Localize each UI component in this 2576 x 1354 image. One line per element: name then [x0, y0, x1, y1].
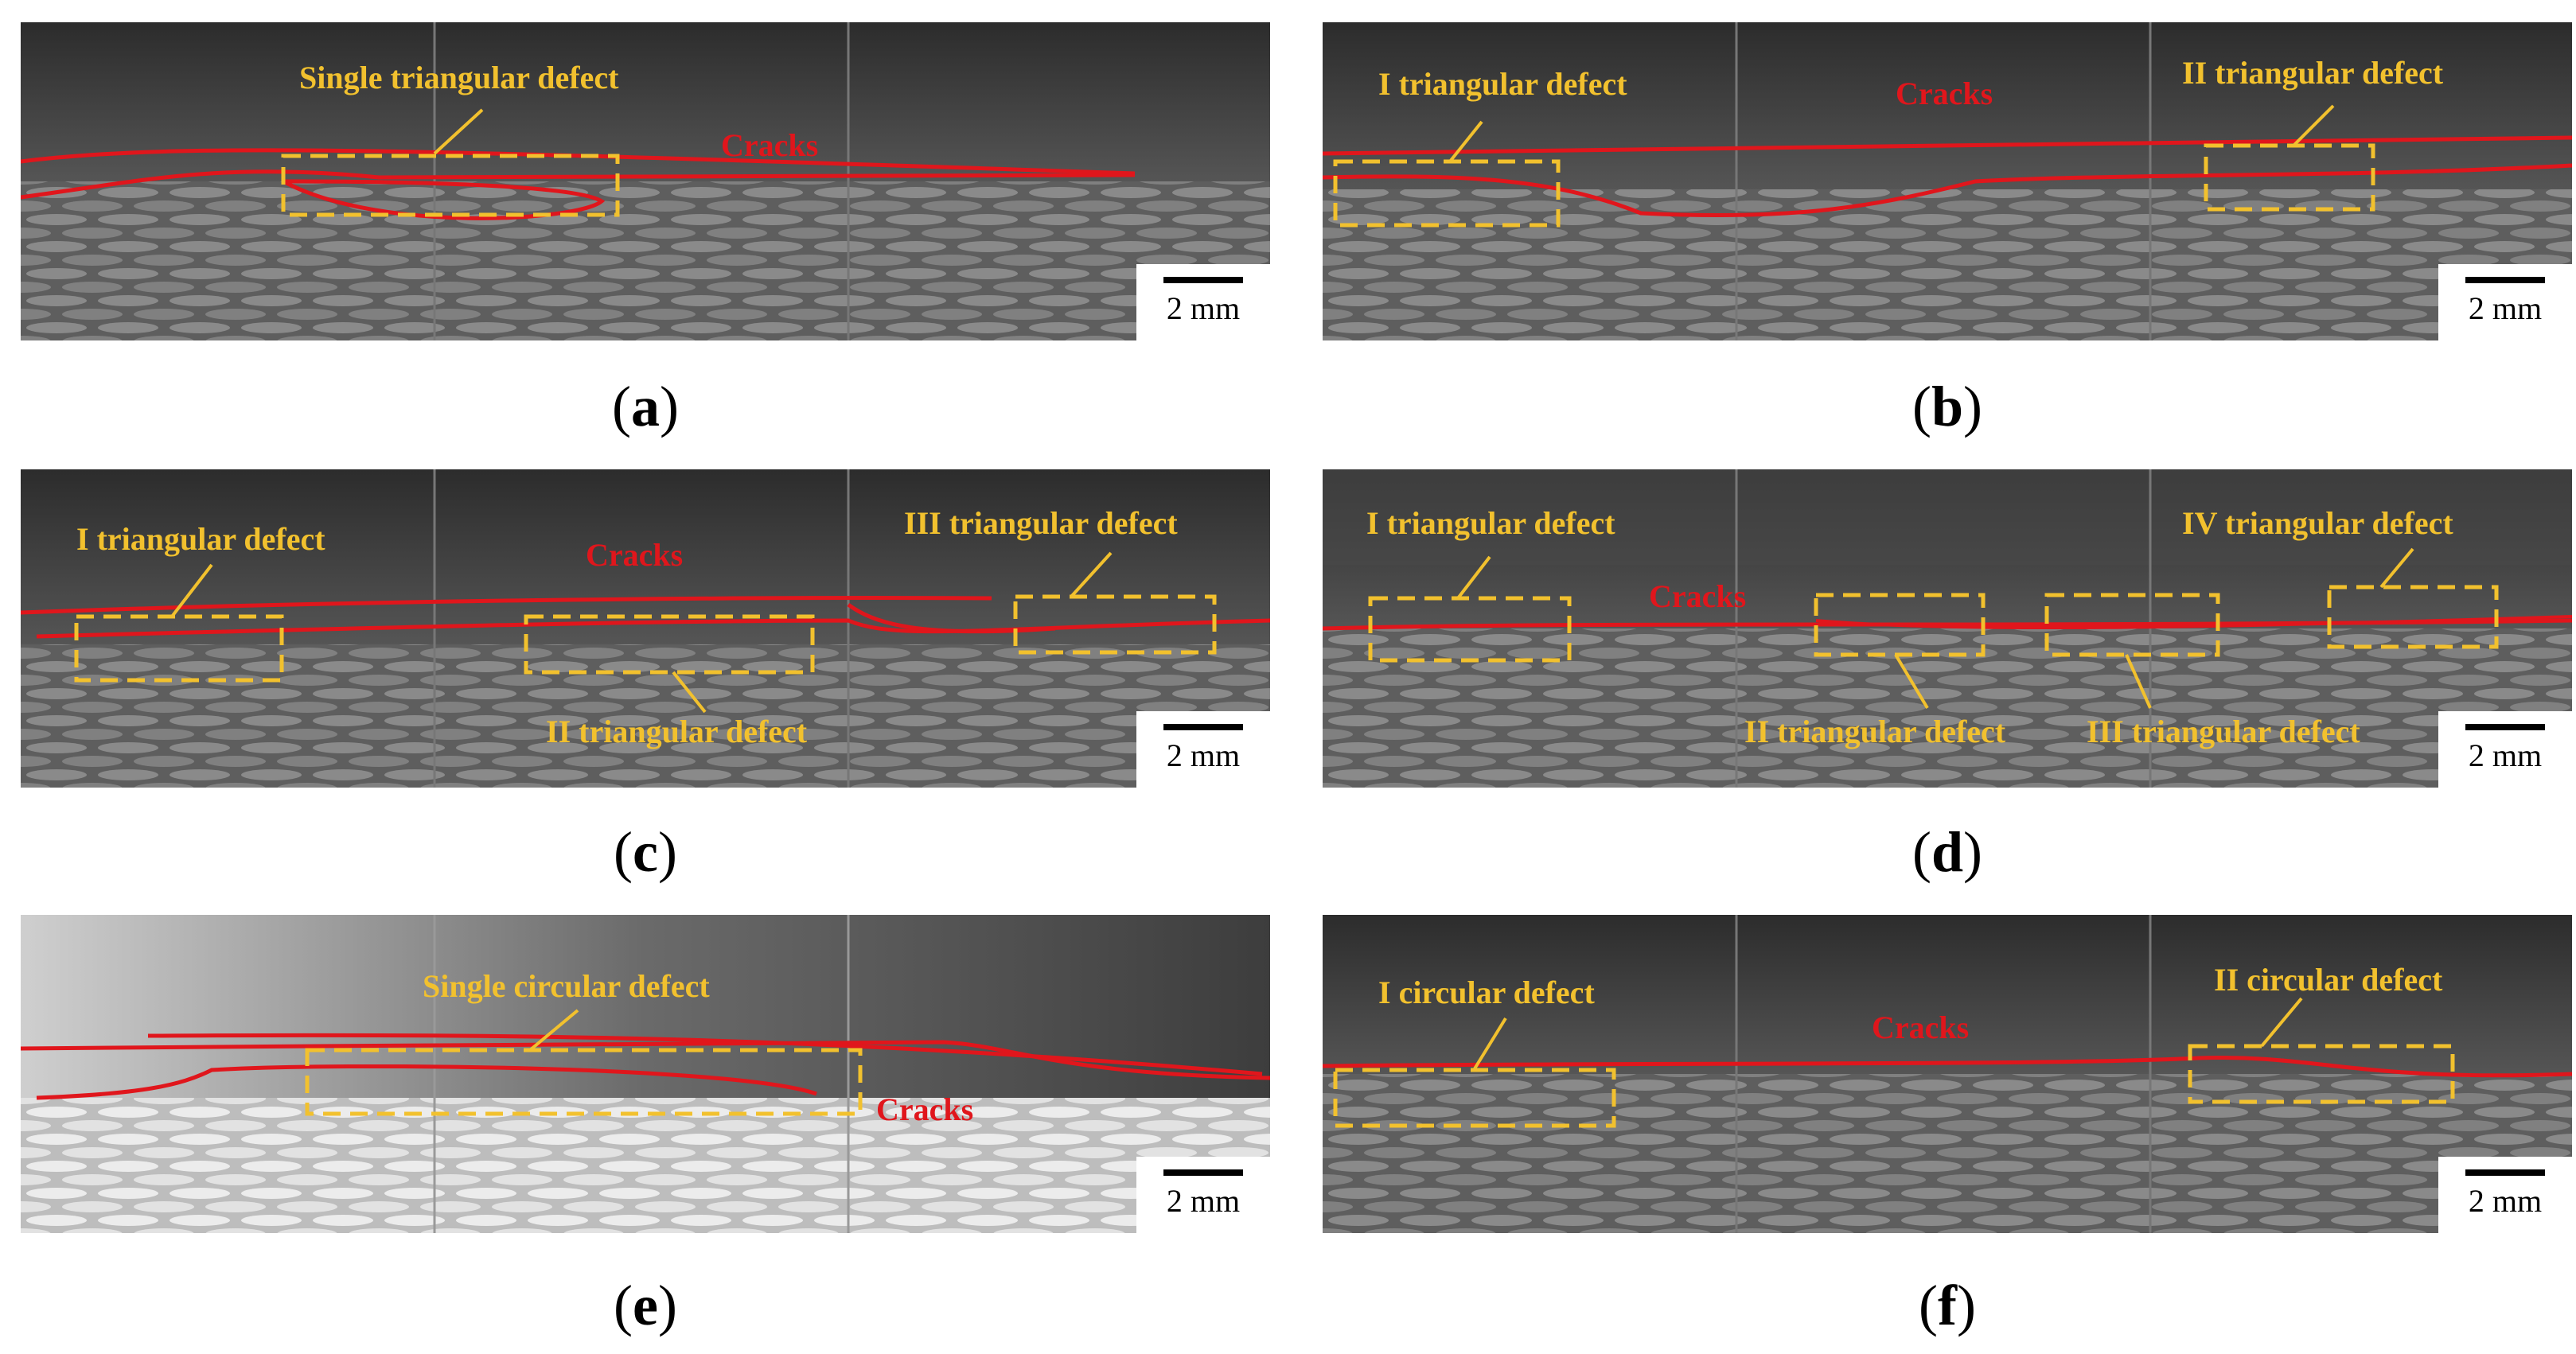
- panel-d-image: [1323, 469, 2572, 788]
- panel-d-micrograph: I triangular defect II triangular defect…: [1323, 469, 2572, 788]
- defect-label: II triangular defect: [546, 714, 808, 749]
- scale-label: 2 mm: [1166, 1183, 1241, 1219]
- defect-label: I triangular defect: [1378, 66, 1627, 102]
- scale-bar-line: [2465, 277, 2545, 283]
- panel-a-micrograph: Single triangular defect Cracks 2 mm: [21, 22, 1270, 340]
- scale-bar: 2 mm: [2438, 264, 2572, 340]
- cracks-label: Cracks: [1649, 578, 1747, 614]
- caption-b: (b): [1912, 375, 1982, 438]
- defect-label: III triangular defect: [904, 505, 1178, 541]
- scale-label: 2 mm: [1166, 737, 1241, 773]
- scale-bar-line: [2465, 724, 2545, 730]
- scale-label: 2 mm: [2468, 1183, 2543, 1219]
- cracks-label: Cracks: [876, 1091, 974, 1127]
- scale-bar: 2 mm: [2438, 1157, 2572, 1233]
- cracks-label: Cracks: [1872, 1010, 1970, 1045]
- defect-label: II triangular defect: [1744, 714, 2006, 749]
- scale-label: 2 mm: [2468, 290, 2543, 326]
- scale-bar: 2 mm: [2438, 711, 2572, 788]
- defect-label: I triangular defect: [76, 521, 325, 557]
- defect-label: II circular defect: [2214, 962, 2443, 998]
- panel-c-micrograph: I triangular defect II triangular defect…: [21, 469, 1270, 788]
- defect-label: III triangular defect: [2087, 714, 2360, 749]
- defect-label: I circular defect: [1378, 975, 1595, 1010]
- defect-label: Single circular defect: [423, 968, 710, 1004]
- scale-label: 2 mm: [2468, 737, 2543, 773]
- scale-bar: 2 mm: [1136, 264, 1270, 340]
- panel-f-micrograph: I circular defect II circular defect Cra…: [1323, 915, 2572, 1233]
- caption-a: (a): [612, 375, 679, 438]
- caption-c: (c): [614, 820, 677, 884]
- panel-a-image: [21, 22, 1270, 340]
- cracks-label: Cracks: [1896, 76, 1993, 111]
- caption-f: (f): [1919, 1274, 1976, 1337]
- defect-label: IV triangular defect: [2182, 505, 2453, 541]
- scale-bar-line: [1163, 724, 1243, 730]
- defect-label: II triangular defect: [2182, 55, 2444, 91]
- caption-d: (d): [1912, 820, 1982, 884]
- scale-bar-line: [2465, 1169, 2545, 1176]
- panel-b-image: [1323, 22, 2572, 340]
- defect-label: I triangular defect: [1366, 505, 1615, 541]
- panel-e-micrograph: Single circular defect Cracks 2 mm: [21, 915, 1270, 1233]
- scale-label: 2 mm: [1166, 290, 1241, 326]
- defect-label: Single triangular defect: [299, 60, 619, 95]
- scale-bar: 2 mm: [1136, 1157, 1270, 1233]
- caption-e: (e): [614, 1274, 677, 1337]
- panel-e-image: [21, 915, 1270, 1233]
- cracks-label: Cracks: [721, 127, 819, 163]
- scale-bar-line: [1163, 1169, 1243, 1176]
- panel-c-image: [21, 469, 1270, 788]
- panel-f-image: [1323, 915, 2572, 1233]
- panel-b-micrograph: I triangular defect II triangular defect…: [1323, 22, 2572, 340]
- scale-bar: 2 mm: [1136, 711, 1270, 788]
- scale-bar-line: [1163, 277, 1243, 283]
- cracks-label: Cracks: [586, 537, 684, 573]
